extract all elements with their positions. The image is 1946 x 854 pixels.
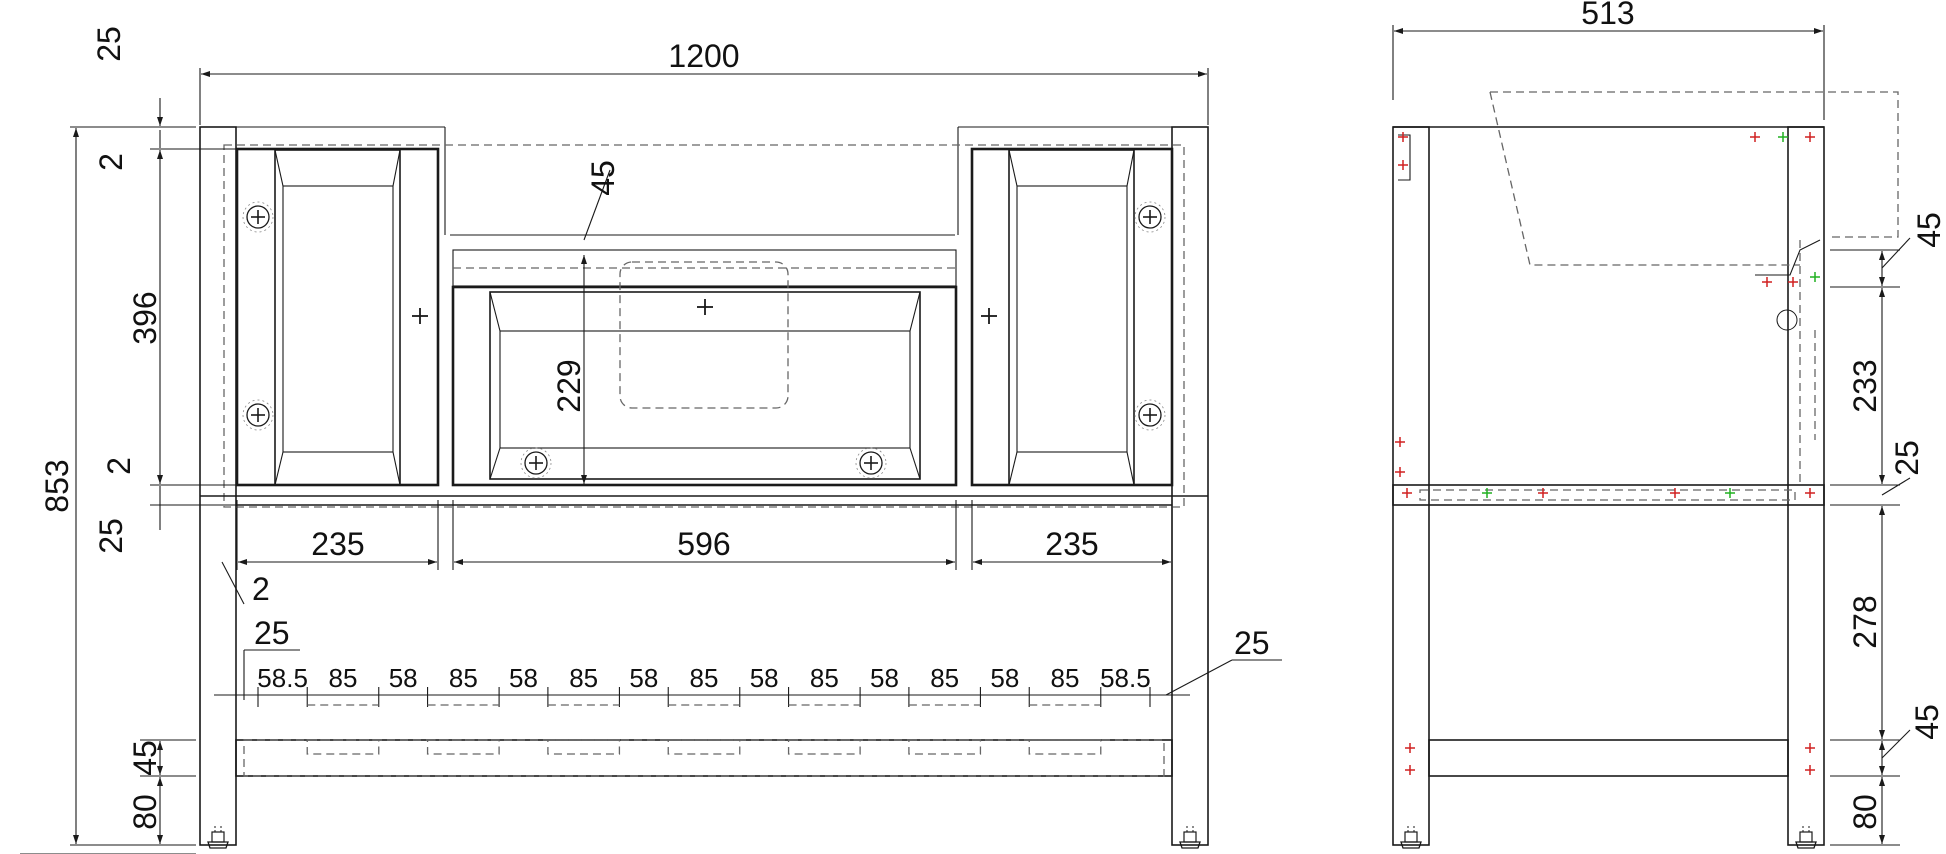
left-front-leg xyxy=(199,126,237,846)
dim-leg-offset-right: 25 xyxy=(1234,625,1270,661)
side-back-leg xyxy=(1787,126,1825,846)
front-view: 1200 853 396 25 2 2 25 45 229 235 xyxy=(20,26,1282,854)
slat-outline xyxy=(667,739,741,755)
screw-icon xyxy=(1134,399,1166,431)
dim-lower-space: 278 xyxy=(1847,595,1883,648)
dim-side-foot-height: 80 xyxy=(1847,794,1883,830)
dim-shelf-spacing: 58 xyxy=(629,663,658,693)
dim-drawer-height: 229 xyxy=(551,359,587,412)
right-door xyxy=(970,147,1174,487)
slat-outline xyxy=(547,739,621,755)
slat-outline xyxy=(908,739,982,755)
dim-top-thickness: 25 xyxy=(91,26,127,62)
dim-shelf-spacing: 58 xyxy=(389,663,418,693)
dim-shelf-spacing: 85 xyxy=(930,663,959,693)
dim-shelf-spacing: 85 xyxy=(329,663,358,693)
dim-drawer-width: 596 xyxy=(677,526,730,562)
dim-shelf-spacing: 58 xyxy=(509,663,538,693)
handle-cross-icon xyxy=(696,298,714,316)
dim-right-door-width: 235 xyxy=(1045,526,1098,562)
screw-icon xyxy=(242,399,274,431)
slat-outline xyxy=(426,739,500,755)
screw-icon xyxy=(855,447,887,479)
side-front-leg xyxy=(1392,126,1430,846)
dim-side-gap: 2 xyxy=(252,571,270,607)
dim-side-panel-height: 233 xyxy=(1847,359,1883,412)
dim-top-rail-offset: 45 xyxy=(1911,212,1946,248)
dim-shelf-spacing: 85 xyxy=(690,663,719,693)
dim-shelf-spacing: 85 xyxy=(810,663,839,693)
dim-gap-bottom: 2 xyxy=(101,457,137,475)
dim-leg-offset-left: 25 xyxy=(254,615,290,651)
side-fasteners xyxy=(1394,131,1821,776)
shelf-rail xyxy=(235,739,1173,777)
dim-foot-height: 80 xyxy=(127,794,163,830)
slat-outline xyxy=(787,739,861,755)
side-view: 513 45 233 25 278 45 80 xyxy=(1392,0,1946,849)
dim-side-shelf-rail-height: 45 xyxy=(1909,704,1945,740)
dim-shelf-spacing: 85 xyxy=(449,663,478,693)
dim-shelf-spacing: 58 xyxy=(750,663,779,693)
dim-overall-height: 853 xyxy=(39,459,75,512)
dim-drawer-offset: 45 xyxy=(585,160,621,196)
screw-icon xyxy=(520,447,552,479)
dim-left-door-width: 235 xyxy=(311,526,364,562)
screw-icon xyxy=(1134,201,1166,233)
dim-shelf-spacing: 58.5 xyxy=(1100,663,1151,693)
dim-shelf-rail-height: 45 xyxy=(127,740,163,776)
dim-shelf-spacing: 58 xyxy=(870,663,899,693)
slat-outline xyxy=(306,739,380,755)
handle-cross-icon xyxy=(411,307,429,325)
dim-middle-rail: 25 xyxy=(1889,440,1925,476)
dim-cabinet-height: 396 xyxy=(127,291,163,344)
shelf-slats xyxy=(306,739,1102,755)
shelf-spacing-dims: 58.5 85 58 85 58 85 58 85 58 85 58 85 58 85 58.5 xyxy=(257,663,1151,707)
dim-gap-top: 2 xyxy=(93,153,129,171)
slat-outline xyxy=(1028,739,1102,755)
dim-shelf-spacing: 85 xyxy=(1051,663,1080,693)
screw-icon xyxy=(242,201,274,233)
dim-shelf-spacing: 58.5 xyxy=(257,663,308,693)
dim-bottom-rail: 25 xyxy=(93,518,129,554)
left-door xyxy=(235,147,440,487)
dim-shelf-spacing: 85 xyxy=(569,663,598,693)
dim-depth: 513 xyxy=(1581,0,1634,31)
dim-shelf-spacing: 58 xyxy=(990,663,1019,693)
drawer xyxy=(451,261,958,487)
right-front-leg xyxy=(1171,126,1209,846)
dim-overall-width: 1200 xyxy=(668,38,739,74)
handle-cross-icon xyxy=(980,307,998,325)
